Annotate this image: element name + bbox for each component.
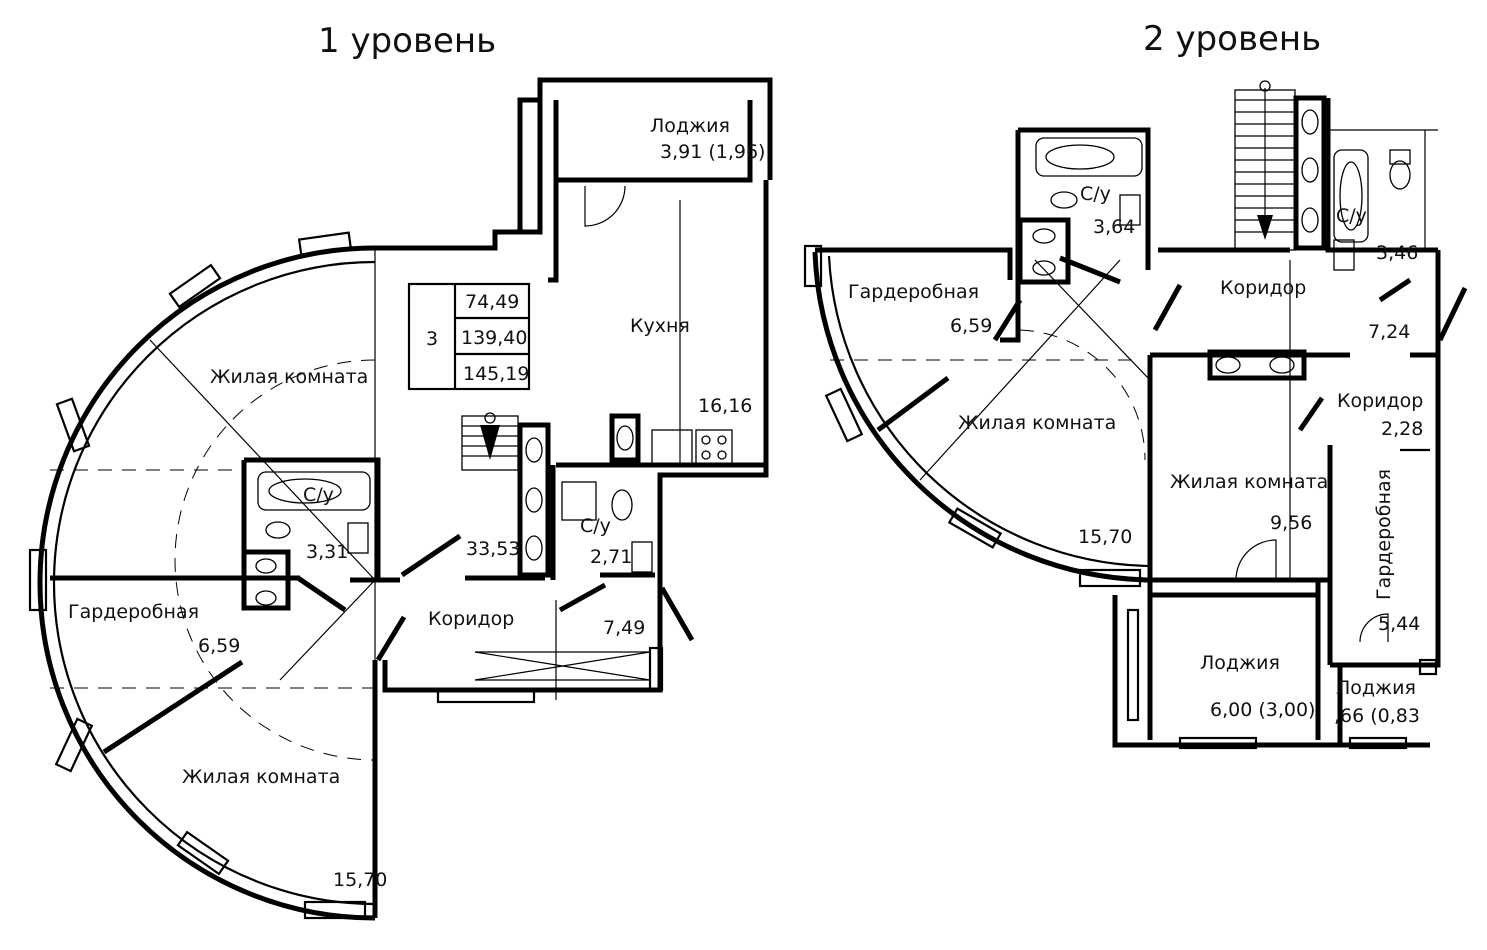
l1-living1-area: 33,53	[466, 538, 520, 560]
level1-bath-fixtures	[257, 429, 733, 573]
l2-bath1-area: 3,64	[1093, 216, 1135, 238]
l2-corridor1-area: 7,24	[1368, 321, 1410, 343]
level2-door-swing-arc	[1019, 329, 1146, 461]
l2-wardrobe1-area: 6,59	[950, 315, 992, 337]
table-total-with-loggias: 145,19	[463, 363, 529, 385]
l1-wardrobe-name: Гардеробная	[68, 601, 199, 623]
l1-wardrobe-area: 6,59	[198, 635, 240, 657]
l2-bath2-name: С/у	[1336, 205, 1367, 227]
level1-door-swing-arc	[174, 359, 376, 761]
level1-staircase	[461, 412, 519, 471]
l1-corridor-area: 7,49	[603, 617, 645, 639]
l1-corridor-name: Коридор	[428, 608, 514, 630]
table-total-area: 139,40	[461, 327, 527, 349]
level2-window-units	[803, 244, 1142, 588]
level2-loggia-windows	[1126, 608, 1438, 750]
l1-living1-name: Жилая комната	[210, 366, 368, 388]
l1-loggia-name: Лоджия	[650, 115, 730, 137]
level2-staircase	[1234, 80, 1296, 251]
l1-bath1-area: 3,31	[306, 541, 348, 563]
l1-living2-area: 15,70	[333, 869, 387, 891]
l1-bath1-name: С/у	[303, 484, 334, 506]
l1-bath2-name: С/у	[580, 515, 611, 537]
level1-bottom-windows	[436, 646, 664, 704]
l2-corridor1-name: Коридор	[1220, 277, 1306, 299]
l2-wardrobe2-name: Гардеробная	[1373, 469, 1395, 600]
level2-title: 2 уровень	[1143, 19, 1321, 59]
l2-bath2-area: 3,46	[1376, 242, 1418, 264]
l2-living1-name: Жилая комната	[958, 412, 1116, 434]
level1-curved-wall-outer	[37, 245, 376, 921]
summary-table: 3 74,49 139,40 145,19	[407, 282, 531, 391]
level2-walls	[815, 98, 1468, 748]
table-living-area: 74,49	[465, 291, 519, 313]
l2-loggia2-name: Лоджия	[1336, 677, 1416, 699]
l2-loggia2-area: ,66 (0,83	[1334, 705, 1420, 727]
level1-window-units	[28, 231, 367, 920]
level2-curved-wall-outer	[812, 251, 1151, 583]
l2-living2-name: Жилая комната	[1170, 471, 1328, 493]
level1-title: 1 уровень	[318, 21, 496, 61]
l2-wardrobe2-area: 5,44	[1378, 613, 1420, 635]
l2-corridor2-area: 2,28	[1381, 418, 1423, 440]
l2-living1-area: 15,70	[1078, 526, 1132, 548]
l1-loggia-area: 3,91 (1,96)	[660, 141, 765, 163]
level2-bath-fixtures	[1035, 137, 1411, 271]
level1-curved-wall-inner	[52, 260, 376, 906]
l2-corridor2-name: Коридор	[1337, 390, 1423, 412]
level1-plan: 1 уровень	[28, 21, 773, 921]
l1-living2-name: Жилая комната	[182, 766, 340, 788]
l1-kitchen-name: Кухня	[630, 315, 690, 337]
l1-bath2-area: 2,71	[590, 546, 632, 568]
l1-kitchen-area: 16,16	[698, 395, 752, 417]
l2-bath1-name: С/у	[1080, 183, 1111, 205]
level2-vent-shafts	[1017, 95, 1327, 381]
l2-living2-area: 9,56	[1270, 512, 1312, 534]
level1-walls	[50, 77, 773, 918]
level2-curved-wall-inner	[827, 255, 1151, 568]
table-rooms-count: 3	[426, 328, 438, 350]
l2-wardrobe1-name: Гардеробная	[848, 281, 979, 303]
level1-vent-shafts	[241, 413, 641, 611]
level1-hatch-lines	[50, 185, 681, 700]
l2-loggia1-name: Лоджия	[1200, 652, 1280, 674]
l2-loggia1-area: 6,00 (3,00)	[1210, 699, 1315, 721]
level2-plan: 2 уровень	[803, 19, 1468, 750]
